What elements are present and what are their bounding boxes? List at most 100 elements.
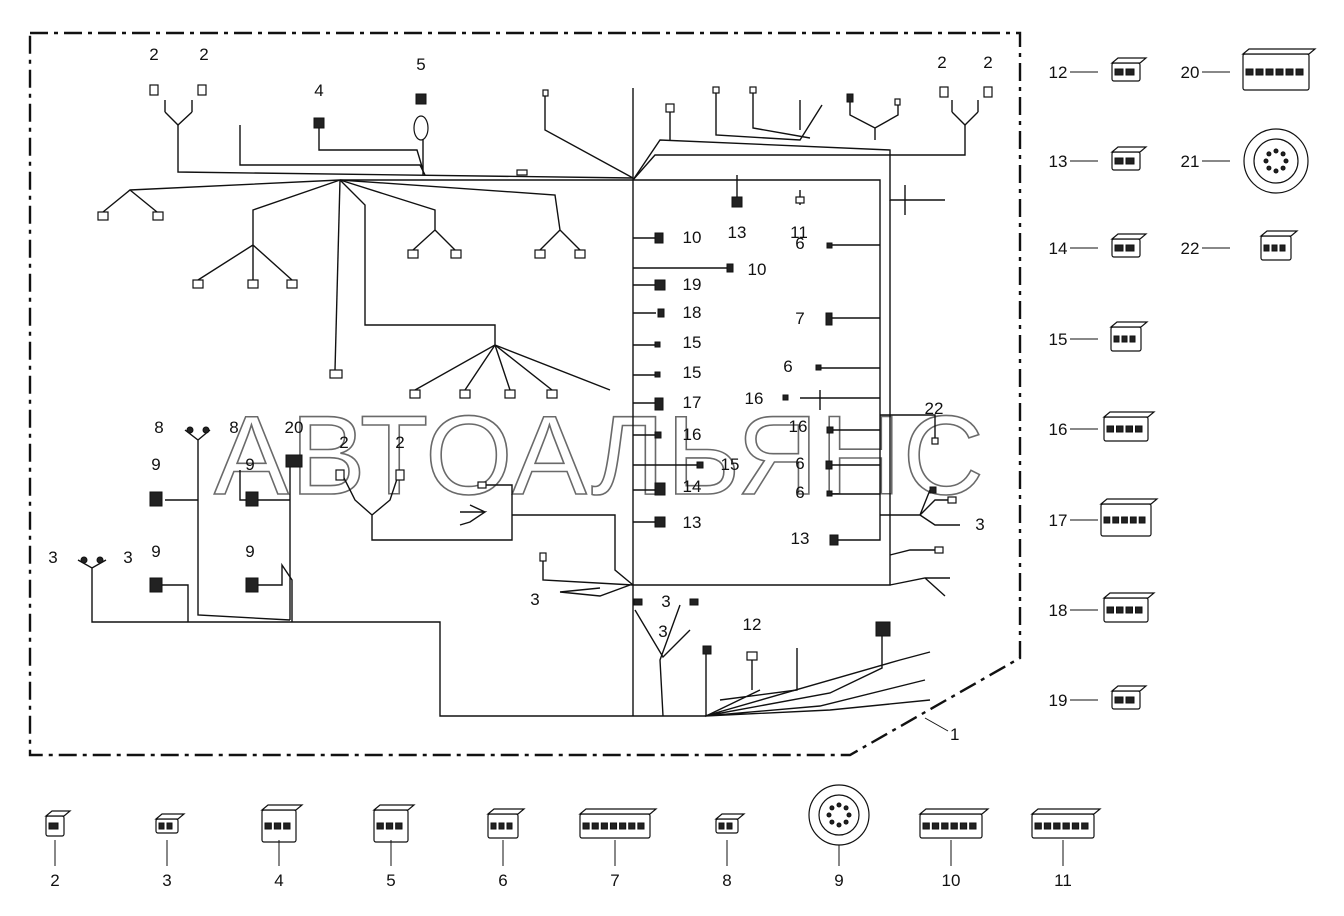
connector-mark	[459, 389, 471, 399]
connector-mark	[96, 556, 104, 564]
connector-mark	[504, 389, 516, 399]
legend-label-2: 2	[50, 871, 59, 890]
connector-mark	[826, 490, 833, 497]
callout-il-9d: 9	[245, 542, 254, 561]
connector-mark	[795, 196, 805, 204]
connector-mark	[285, 454, 303, 468]
legend-label-7: 7	[610, 871, 619, 890]
connector-mark	[894, 98, 901, 106]
callout-il-9c: 9	[151, 542, 160, 561]
connector-mark	[929, 486, 937, 494]
connector-mark	[931, 437, 939, 445]
legend-label-14: 14	[1049, 239, 1068, 258]
callout-il-13c: 13	[791, 529, 810, 548]
callout-il-5: 5	[416, 55, 425, 74]
connector-mark	[413, 115, 429, 141]
legend-item-18: 18	[1049, 592, 1156, 623]
legend-item-15: 15	[1049, 321, 1149, 352]
connector-mark	[746, 651, 758, 661]
callout-il-14a: 14	[683, 477, 702, 496]
connector-mark	[633, 598, 643, 606]
connector-mark	[247, 279, 259, 289]
callout-il-22a: 22	[925, 399, 944, 418]
callout-il-6d: 6	[795, 483, 804, 502]
legend-label-15: 15	[1049, 330, 1068, 349]
connector-mark	[409, 389, 421, 399]
callout-il-8a: 8	[154, 418, 163, 437]
callout-il-9b: 9	[245, 455, 254, 474]
callout-il-18a: 18	[683, 303, 702, 322]
callout-il-10b: 10	[748, 260, 767, 279]
callout-il-15a: 15	[683, 333, 702, 352]
connector-mark	[477, 481, 487, 489]
connector-mark	[654, 279, 666, 291]
connector-mark	[696, 461, 704, 469]
connector-mark	[654, 516, 666, 528]
connector-mark	[450, 249, 462, 259]
connector-mark	[829, 534, 839, 546]
callout-il-2e: 2	[339, 433, 348, 452]
connector-mark	[654, 232, 664, 244]
callout-il-16a: 16	[745, 389, 764, 408]
connector-mark	[574, 249, 586, 259]
connector-mark	[329, 369, 343, 379]
callout-il-6a: 6	[795, 234, 804, 253]
callout-il-12a: 12	[743, 615, 762, 634]
connector-mark	[186, 426, 194, 434]
legend-item-7: 7	[578, 808, 658, 890]
connector-mark	[826, 242, 833, 249]
harness-label: 1	[950, 725, 959, 744]
callout-il-6b: 6	[783, 357, 792, 376]
legend-label-19: 19	[1049, 691, 1068, 710]
connector-mark	[654, 371, 661, 378]
callout-il-11a: 11	[790, 223, 808, 242]
connector-mark	[825, 460, 833, 470]
callout-il-15c: 15	[721, 455, 740, 474]
connector-mark	[152, 211, 164, 221]
watermark: АВТОАЛЬЯНС	[214, 393, 986, 518]
connector-mark	[665, 103, 675, 113]
legend-label-13: 13	[1049, 152, 1068, 171]
legend-label-12: 12	[1049, 63, 1068, 82]
legend-label-4: 4	[274, 871, 283, 890]
legend-label-9: 9	[834, 871, 843, 890]
legend-item-12: 12	[1049, 57, 1148, 82]
legend-item-10: 10	[918, 808, 990, 890]
connector-mark	[815, 364, 822, 371]
connector-mark	[654, 397, 664, 411]
callout-il-3d: 3	[530, 590, 539, 609]
connector-mark	[149, 491, 163, 507]
connector-mark	[407, 249, 419, 259]
callout-il-3c: 3	[123, 548, 132, 567]
legend-label-18: 18	[1049, 601, 1068, 620]
callout-il-9a: 9	[151, 455, 160, 474]
connector-mark	[654, 431, 662, 439]
callout-il-15b: 15	[683, 363, 702, 382]
callout-il-2a: 2	[149, 45, 158, 64]
connector-mark	[539, 552, 547, 562]
legend-item-14: 14	[1049, 233, 1148, 258]
callout-il-3b: 3	[48, 548, 57, 567]
legend-label-10: 10	[942, 871, 961, 890]
callout-il-2d: 2	[983, 53, 992, 72]
connector-mark	[731, 196, 743, 208]
connector-mark	[395, 469, 405, 481]
connector-mark	[202, 426, 210, 434]
callout-il-13b: 13	[683, 513, 702, 532]
legend-label-8: 8	[722, 871, 731, 890]
legend-label-6: 6	[498, 871, 507, 890]
connector-mark	[749, 86, 757, 94]
connector-mark	[947, 496, 957, 504]
connector-mark	[149, 577, 163, 593]
connector-mark	[939, 86, 949, 98]
connector-mark	[245, 491, 259, 507]
connector-mark	[654, 341, 661, 348]
legend-item-3: 3	[154, 813, 186, 890]
legend-label-22: 22	[1181, 239, 1200, 258]
callout-il-16b: 16	[683, 425, 702, 444]
legend-item-5: 5	[372, 804, 416, 890]
legend-item-13: 13	[1049, 146, 1148, 171]
connector-mark	[826, 426, 834, 434]
